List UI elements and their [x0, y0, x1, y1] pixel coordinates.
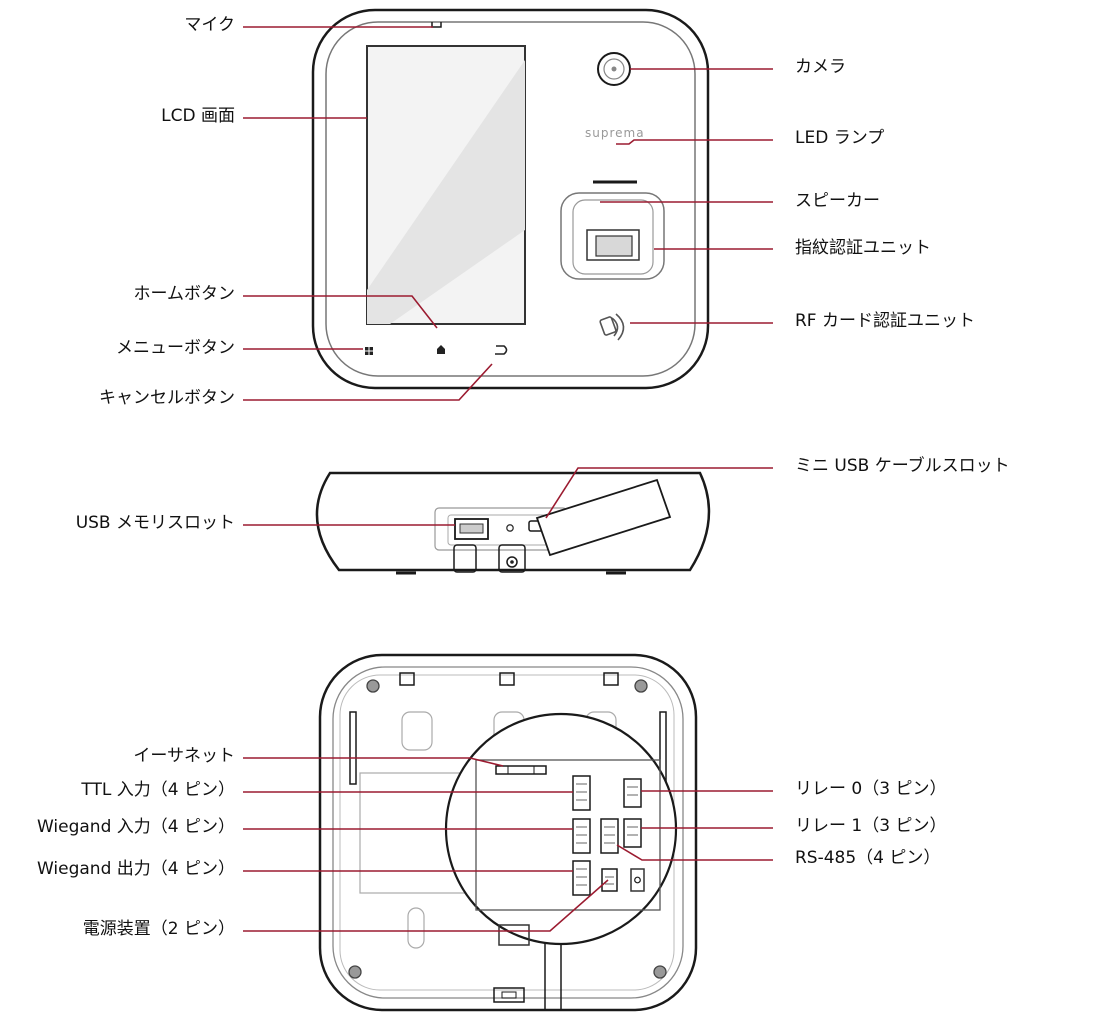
- label-camera: カメラ: [795, 57, 846, 77]
- mic-hole: [431, 22, 442, 28]
- label-menu-button: メニューボタン: [116, 338, 235, 358]
- label-power-supply: 電源装置（2 ピン）: [82, 919, 235, 939]
- home-icon[interactable]: [437, 345, 445, 354]
- label-home-button: ホームボタン: [133, 284, 236, 304]
- relay1-terminal: [623, 818, 642, 848]
- usb-memory-slot: [454, 518, 489, 540]
- label-lcd-screen: LCD 画面: [161, 106, 235, 126]
- label-mic: マイク: [184, 15, 235, 35]
- label-cancel-button: キャンセルボタン: [99, 388, 235, 408]
- fingerprint-unit: [560, 192, 665, 280]
- label-ttl-input: TTL 入力（4 ピン）: [81, 780, 235, 800]
- label-led-lamp: LED ランプ: [795, 128, 885, 148]
- label-fingerprint-unit: 指紋認証ユニット: [795, 238, 931, 258]
- ethernet-port: [495, 765, 547, 775]
- ttl-terminal: [572, 775, 591, 811]
- rs485-terminal: [600, 818, 619, 854]
- wiegand-in-terminal: [572, 818, 591, 854]
- brand-logo: suprema: [585, 126, 645, 140]
- menu-grid-icon[interactable]: [365, 347, 373, 355]
- label-relay-1: リレー 1（3 ピン）: [795, 816, 947, 836]
- rf-card-icon: [599, 313, 625, 341]
- relay0-terminal: [623, 778, 642, 808]
- label-wiegand-output: Wiegand 出力（4 ピン）: [36, 859, 235, 879]
- label-ethernet: イーサネット: [133, 746, 235, 766]
- label-usb-memory-slot: USB メモリスロット: [75, 513, 235, 533]
- label-rf-card-unit: RF カード認証ユニット: [795, 311, 975, 331]
- leader-lines: [243, 26, 773, 932]
- back-arrow-icon[interactable]: [495, 345, 508, 355]
- rubber-cover: [535, 478, 672, 557]
- front-device: suprema: [311, 8, 710, 390]
- label-wiegand-input: Wiegand 入力（4 ピン）: [36, 817, 235, 837]
- label-speaker: スピーカー: [795, 191, 880, 211]
- label-rs485: RS-485（4 ピン）: [795, 848, 941, 868]
- label-mini-usb-slot: ミニ USB ケーブルスロット: [795, 456, 1010, 476]
- label-relay-0: リレー 0（3 ピン）: [795, 779, 947, 799]
- power-terminal: [601, 868, 618, 892]
- bottom-device: [315, 471, 711, 575]
- wiegand-out-terminal: [572, 860, 591, 896]
- rear-device: [318, 653, 698, 1012]
